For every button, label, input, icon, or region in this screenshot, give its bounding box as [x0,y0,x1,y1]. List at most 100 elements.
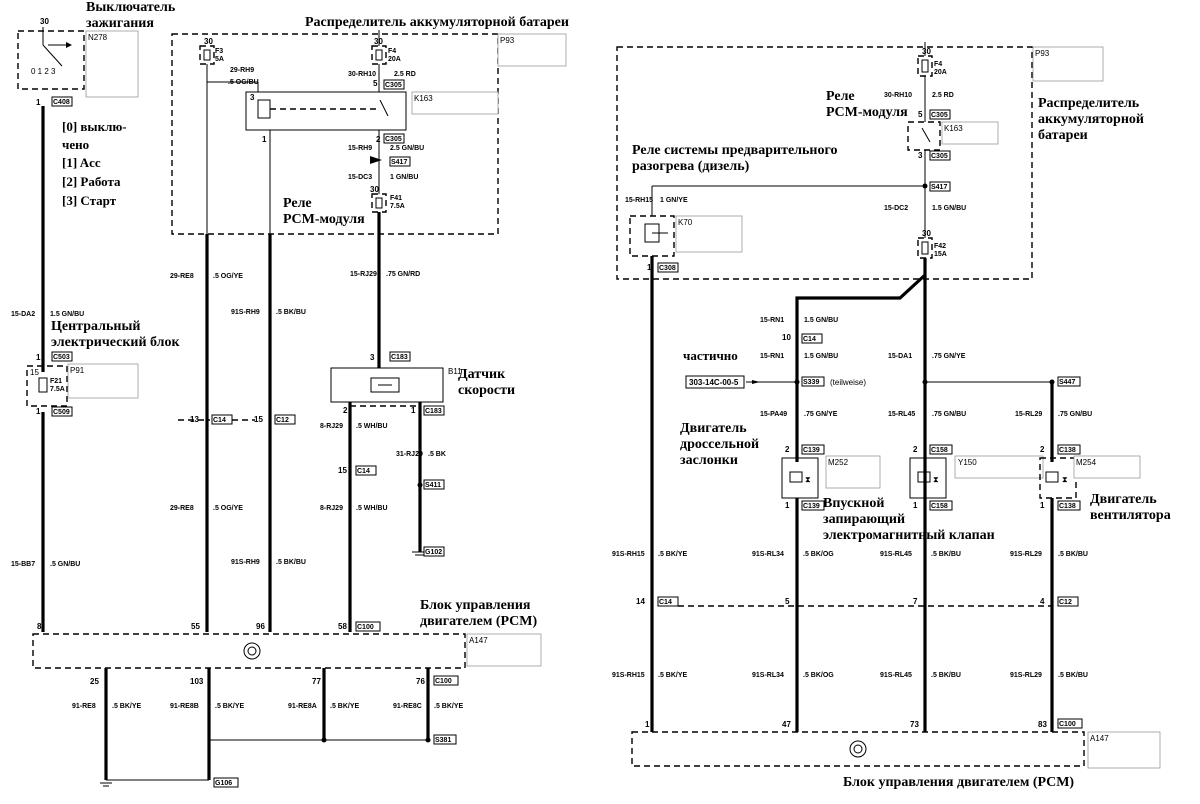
svg-text:P91: P91 [70,366,85,375]
svg-text:C183: C183 [425,408,442,415]
svg-text:0 1 2 3: 0 1 2 3 [31,67,56,76]
svg-text:77: 77 [312,677,321,686]
svg-text:C12: C12 [276,417,289,424]
svg-text:C305: C305 [931,153,948,160]
svg-text:1 GN/YE: 1 GN/YE [660,197,688,204]
svg-text:91S-RH9: 91S-RH9 [231,309,260,316]
svg-text:C14: C14 [803,336,816,343]
svg-text:S381: S381 [435,737,451,744]
svg-text:.75 GN/YE: .75 GN/YE [932,353,966,360]
svg-text:C14: C14 [213,417,226,424]
svg-text:P93: P93 [500,36,515,45]
svg-text:73: 73 [910,720,919,729]
svg-text:F42: F42 [934,243,946,250]
svg-text:91S-RL45: 91S-RL45 [880,672,912,679]
svg-text:1: 1 [262,135,267,144]
svg-text:13: 13 [190,415,199,424]
svg-text:1.5 GN/BU: 1.5 GN/BU [804,317,838,324]
svg-text:14: 14 [636,597,645,606]
svg-text:1.5 GN/BU: 1.5 GN/BU [50,311,84,318]
svg-text:M254: M254 [1076,458,1097,467]
svg-text:C14: C14 [357,468,370,475]
svg-text:15: 15 [254,415,263,424]
svg-text:.5 BK/YE: .5 BK/YE [112,703,142,710]
svg-text:.75 GN/BU: .75 GN/BU [932,411,966,418]
svg-text:91S-RH15: 91S-RH15 [612,672,645,679]
switch-position-0: [0] выклю- [62,119,127,134]
svg-text:.5 BK/YE: .5 BK/YE [215,703,245,710]
svg-text:C305: C305 [385,136,402,143]
svg-text:1: 1 [36,98,41,107]
svg-text:91S-RH9: 91S-RH9 [231,559,260,566]
svg-text:15-RJ29: 15-RJ29 [350,271,377,278]
svg-text:C139: C139 [803,503,820,510]
svg-text:3: 3 [250,93,255,102]
svg-text:2: 2 [1040,445,1045,454]
svg-text:15-DA2: 15-DA2 [11,311,35,318]
svg-text:91S-RH15: 91S-RH15 [612,551,645,558]
battery-distribution-box-left: Распределитель аккумуляторной батареи P9… [171,15,569,235]
svg-text:.5 BK/YE: .5 BK/YE [658,551,688,558]
svg-text:1: 1 [1040,501,1045,510]
svg-text:C158: C158 [931,447,948,454]
svg-text:4: 4 [1040,597,1045,606]
svg-text:1: 1 [36,407,41,416]
svg-text:29-RE8: 29-RE8 [170,273,194,280]
svg-text:30-RH10: 30-RH10 [884,92,912,99]
svg-text:30-RH10: 30-RH10 [348,71,376,78]
svg-text:15-RH15: 15-RH15 [625,197,653,204]
svg-text:S447: S447 [1059,379,1075,386]
svg-text:30: 30 [922,229,931,238]
fuse-box-left-title: Распределитель аккумуляторной батареи [305,15,569,30]
svg-text:F41: F41 [390,195,402,202]
svg-text:C100: C100 [357,624,374,631]
svg-text:C305: C305 [931,112,948,119]
svg-text:55: 55 [191,622,200,631]
svg-text:30: 30 [922,47,931,56]
svg-text:C408: C408 [53,99,70,106]
svg-text:C12: C12 [1059,599,1072,606]
svg-text:30: 30 [40,17,49,26]
svg-text:S417: S417 [931,184,947,191]
svg-text:C308: C308 [659,265,676,272]
svg-text:1: 1 [36,353,41,362]
svg-text:96: 96 [256,622,265,631]
switch-position-3: [3] Старт [62,193,117,208]
svg-text:7.5A: 7.5A [390,203,405,210]
switch-position-0b: чено [62,137,89,152]
svg-text:1: 1 [411,406,416,415]
svg-text:.5 BK/BU: .5 BK/BU [276,309,306,316]
svg-text:58: 58 [338,622,347,631]
svg-text:K70: K70 [678,218,693,227]
svg-text:A147: A147 [469,636,488,645]
svg-text:5A: 5A [215,56,224,63]
svg-text:2.5 GN/BU: 2.5 GN/BU [390,145,424,152]
svg-text:91-RE8: 91-RE8 [72,703,96,710]
svg-text:15-DA1: 15-DA1 [888,353,912,360]
pcm-right-title: Блок управления двигателем (PCM) [843,775,1074,790]
svg-text:3: 3 [370,353,375,362]
svg-text:⧗: ⧗ [933,475,939,484]
svg-text:C158: C158 [931,503,948,510]
svg-text:C14: C14 [659,599,672,606]
svg-text:.5 BK/BU: .5 BK/BU [931,551,961,558]
svg-text:.5 BK/BU: .5 BK/BU [931,672,961,679]
svg-text:P93: P93 [1035,49,1050,58]
svg-text:1: 1 [647,263,652,272]
svg-text:15-RL45: 15-RL45 [888,411,915,418]
svg-text:1: 1 [645,720,650,729]
svg-text:⧗: ⧗ [805,475,811,484]
svg-text:F21: F21 [50,378,62,385]
svg-text:.5 BK/YE: .5 BK/YE [434,703,464,710]
